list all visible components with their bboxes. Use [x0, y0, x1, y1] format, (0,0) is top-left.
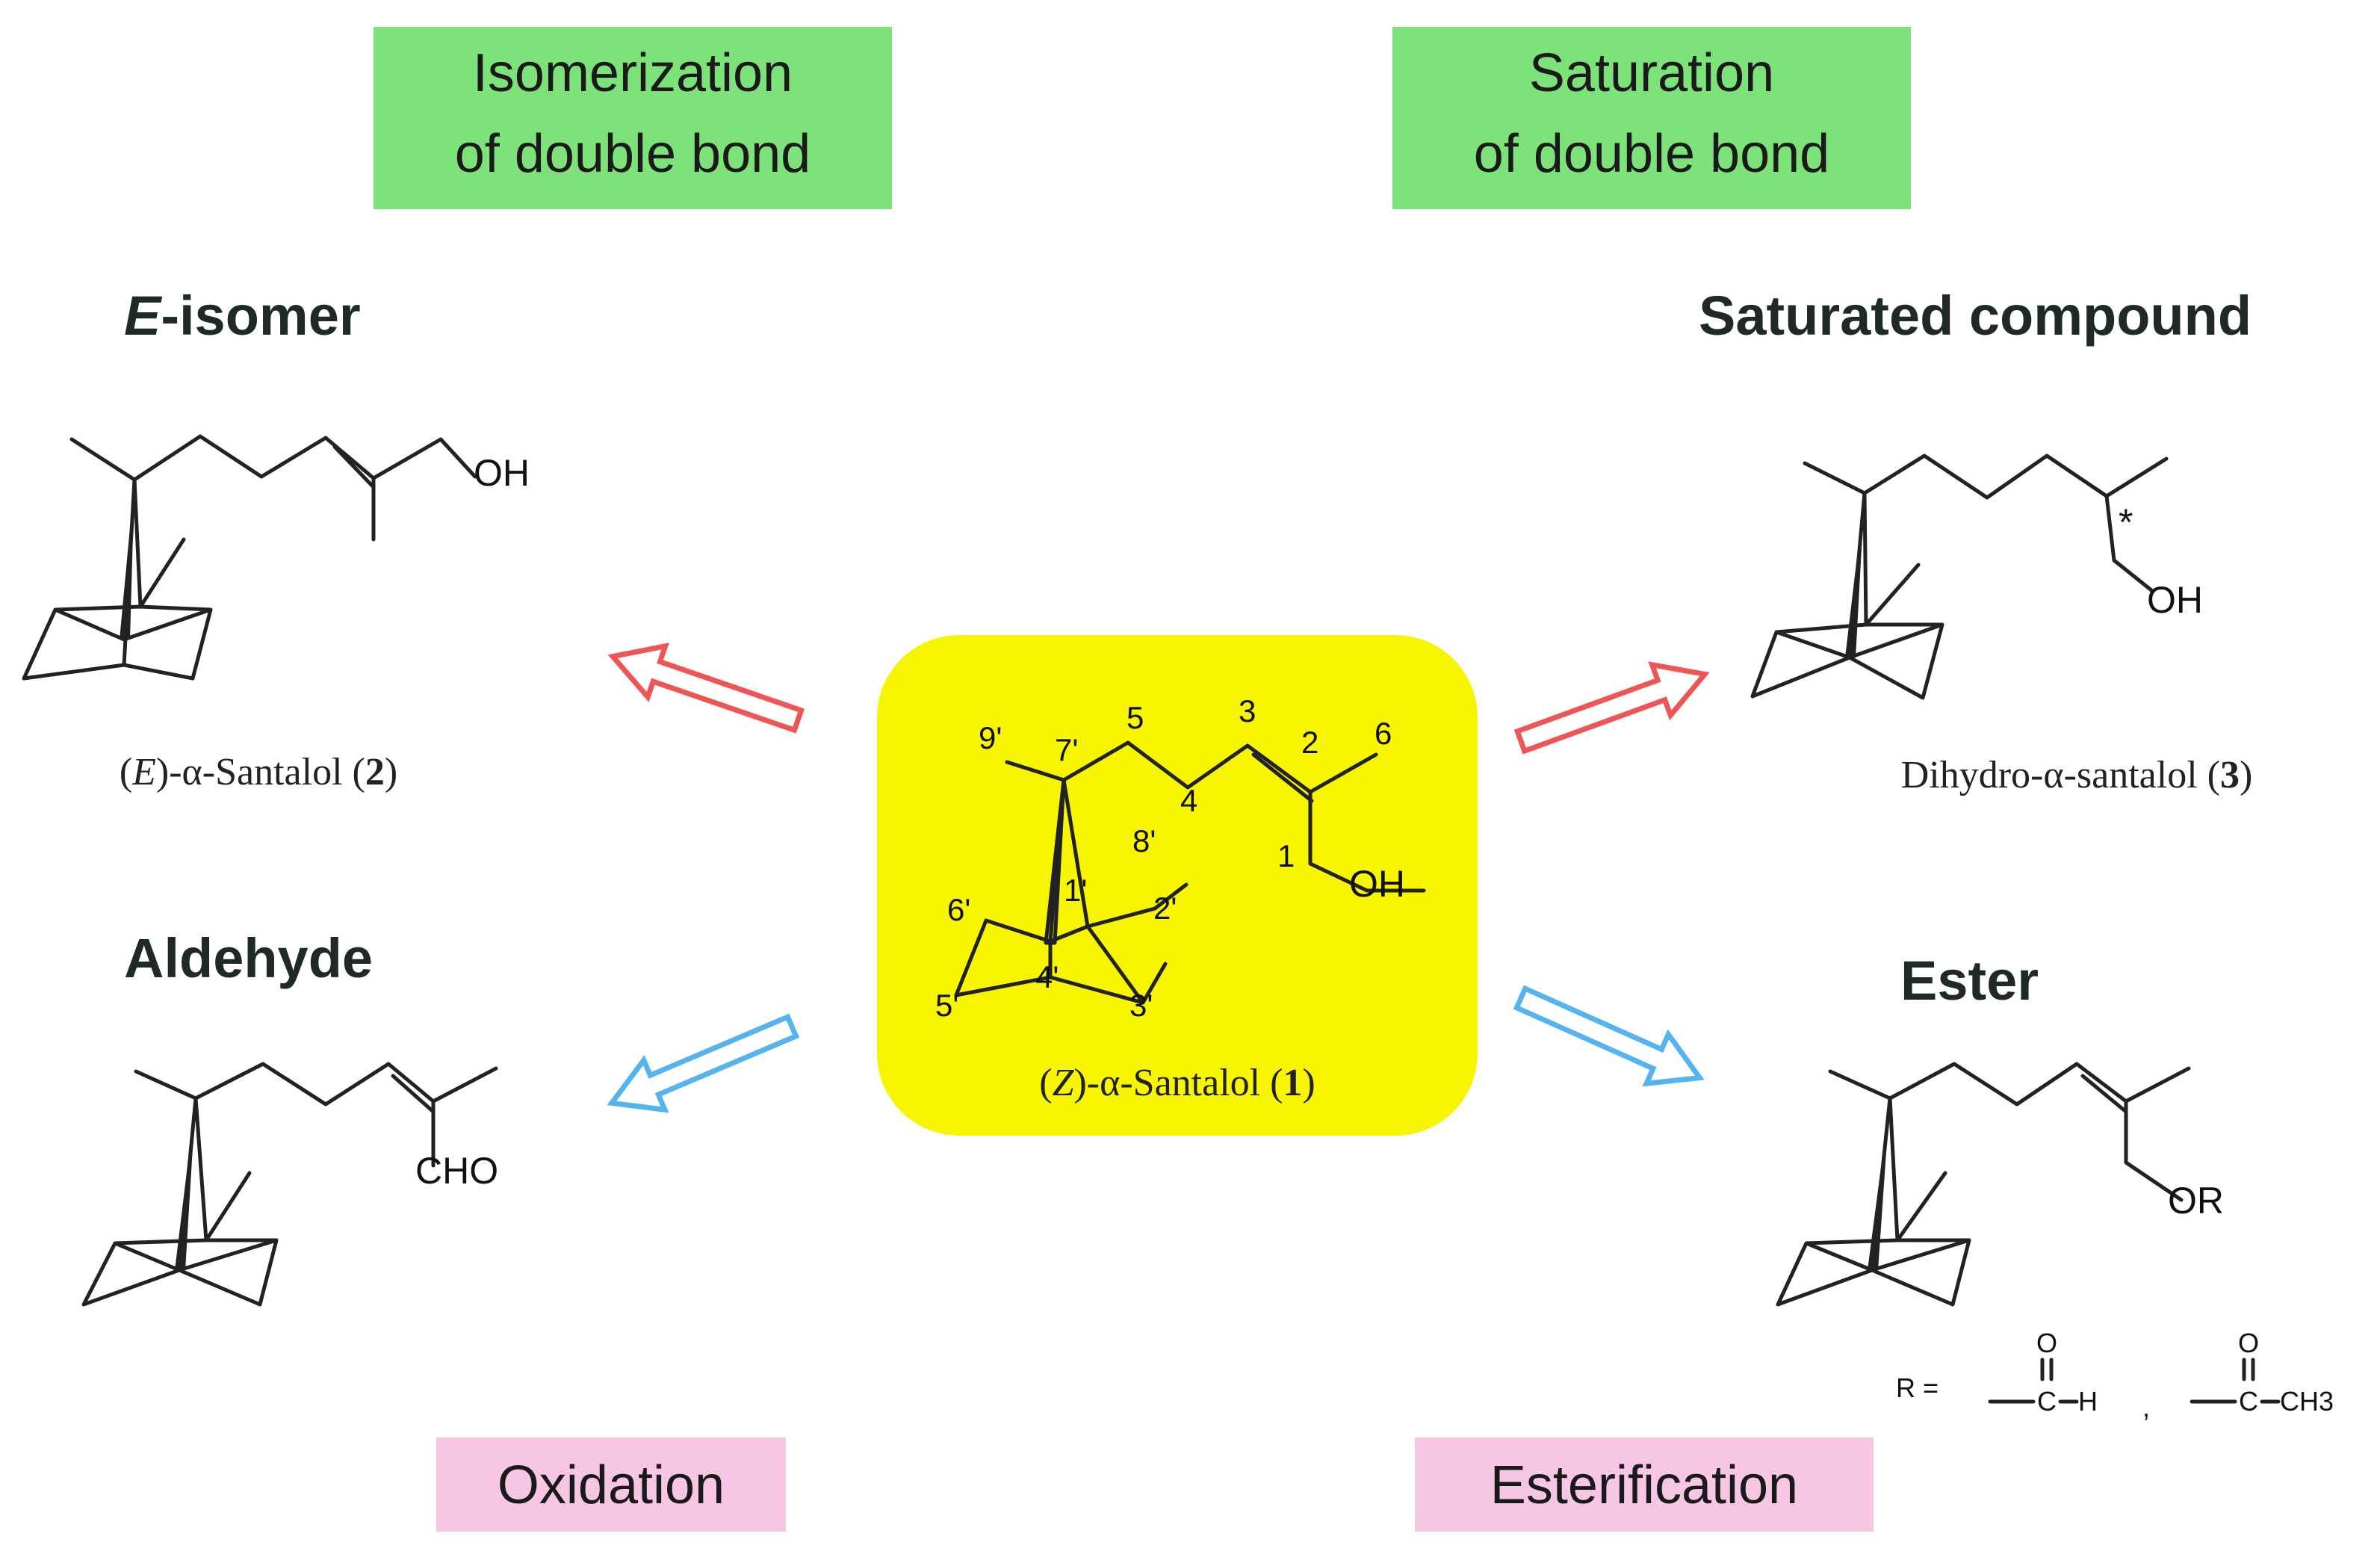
- atom-1: 1: [1277, 838, 1295, 873]
- arrow-to-ester-shape: [1513, 985, 1705, 1087]
- r-comma: ,: [2142, 1392, 2150, 1423]
- ester-heading: Ester: [1900, 950, 2039, 1012]
- center-bonds: [954, 740, 1426, 1005]
- oxidation-box: Oxidation: [436, 1437, 786, 1532]
- saturated-star: *: [2119, 501, 2133, 543]
- e-isomer-heading-rest: -isomer: [161, 285, 360, 347]
- aldehyde-cho: CHO: [415, 1150, 498, 1192]
- center-wedge: [1044, 778, 1066, 945]
- center-box-bg: [877, 635, 1478, 1136]
- atom-6p: 6': [947, 892, 970, 927]
- arrow-to-ester: [1513, 985, 1705, 1087]
- arrow-to-e-isomer-shape: [607, 643, 805, 734]
- e-isomer-wedge: [120, 480, 134, 640]
- r-methyl: CH3: [2280, 1386, 2334, 1417]
- e-caption-e: E: [131, 751, 156, 793]
- saturation-label-line2: of double bond: [1474, 124, 1829, 184]
- saturation-box-bg: [1392, 27, 1911, 209]
- sat-caption-close: ): [2240, 754, 2252, 796]
- e-isomer-bonds: [22, 434, 477, 681]
- saturated-heading: Saturated compound: [1699, 285, 2252, 347]
- saturated-caption: Dihydro-α-santalol (3): [1901, 754, 2253, 796]
- atom-3p: 3': [1129, 988, 1153, 1023]
- r-label: R =: [1896, 1372, 1939, 1403]
- e-isomer-caption: (E)-α-Santalol (2): [120, 751, 397, 793]
- aldehyde-molecule: CHO: [81, 1062, 498, 1307]
- esterification-box: Esterification: [1415, 1437, 1874, 1532]
- e-isomer-molecule: OH (E)-α-Santalol (2): [22, 434, 530, 793]
- ester-bonds: [1776, 1062, 2191, 1307]
- center-caption-num: 1: [1283, 1062, 1302, 1104]
- isomerization-label-line2: of double bond: [455, 124, 811, 184]
- r-hydrogen: H: [2078, 1386, 2098, 1417]
- center-molecule: 9' 7' 5 3 2 6 4 8' 1' 1 OH 6' 2' 5' 4' 3…: [877, 635, 1478, 1136]
- center-caption: (Z)-α-Santalol (1): [1039, 1062, 1315, 1104]
- arrow-to-aldehyde-shape: [607, 1013, 800, 1113]
- e-caption-open: (: [120, 751, 132, 793]
- e-isomer-heading-e: E: [124, 285, 163, 347]
- e-isomer-oh: OH: [474, 452, 530, 494]
- saturation-label-line1: Saturation: [1529, 43, 1774, 103]
- isomerization-box: Isomerization of double bond: [374, 27, 892, 209]
- atom-5p: 5': [935, 988, 958, 1023]
- center-caption-open: (: [1039, 1062, 1052, 1104]
- r-oxygen-1: O: [2036, 1328, 2057, 1358]
- isomerization-box-bg: [374, 27, 892, 209]
- center-caption-z: Z: [1053, 1062, 1075, 1104]
- r-carbon-2: C: [2239, 1386, 2258, 1417]
- sat-caption-main: Dihydro-α-santalol (: [1901, 754, 2220, 796]
- ester-or: OR: [2168, 1180, 2224, 1222]
- e-caption-num: 2: [365, 751, 385, 793]
- oxidation-box-bg: [436, 1437, 786, 1532]
- atom-2p: 2': [1153, 891, 1177, 926]
- esterification-box-bg: [1415, 1437, 1874, 1532]
- ester-wedge: [1868, 1098, 1890, 1270]
- atom-5: 5: [1127, 700, 1144, 735]
- center-caption-mid: )-α-Santalol (: [1073, 1062, 1283, 1104]
- atom-3: 3: [1239, 693, 1256, 728]
- atom-2: 2: [1301, 725, 1318, 760]
- atom-1p: 1': [1064, 873, 1087, 908]
- atom-7p: 7': [1055, 732, 1078, 767]
- esterification-label: Esterification: [1490, 1455, 1798, 1515]
- saturation-box: Saturation of double bond: [1392, 27, 1911, 209]
- sat-caption-num: 3: [2220, 754, 2240, 796]
- center-oh: OH: [1349, 863, 1405, 905]
- oxidation-label: Oxidation: [498, 1455, 725, 1515]
- aldehyde-heading: Aldehyde: [124, 927, 373, 989]
- e-caption-mid: )-α-Santalol (: [156, 751, 365, 793]
- arrow-to-e-isomer: [607, 643, 805, 734]
- r-carbon-1: C: [2037, 1386, 2057, 1417]
- atom-9p: 9': [979, 720, 1002, 755]
- isomerization-label-line1: Isomerization: [473, 43, 793, 103]
- atom-4p: 4': [1035, 959, 1059, 994]
- saturated-molecule: * OH Dihydro-α-santalol (3): [1750, 454, 2253, 796]
- saturated-wedge: [1845, 493, 1865, 657]
- e-caption-close: ): [385, 751, 397, 793]
- center-caption-close: ): [1302, 1062, 1315, 1104]
- arrow-to-saturated-shape: [1513, 661, 1710, 755]
- e-isomer-heading: E-isomer: [124, 285, 361, 347]
- atom-6: 6: [1375, 716, 1392, 751]
- ester-molecule: OR R = O C H , O C CH3: [1776, 1062, 2334, 1423]
- atom-4: 4: [1180, 783, 1197, 818]
- aldehyde-wedge: [175, 1098, 196, 1270]
- saturated-bonds: [1750, 454, 2169, 700]
- arrow-to-saturated: [1513, 661, 1710, 755]
- atom-8p: 8': [1132, 823, 1156, 858]
- arrow-to-aldehyde: [607, 1013, 800, 1113]
- r-oxygen-2: O: [2238, 1328, 2259, 1358]
- saturated-oh: OH: [2147, 579, 2203, 621]
